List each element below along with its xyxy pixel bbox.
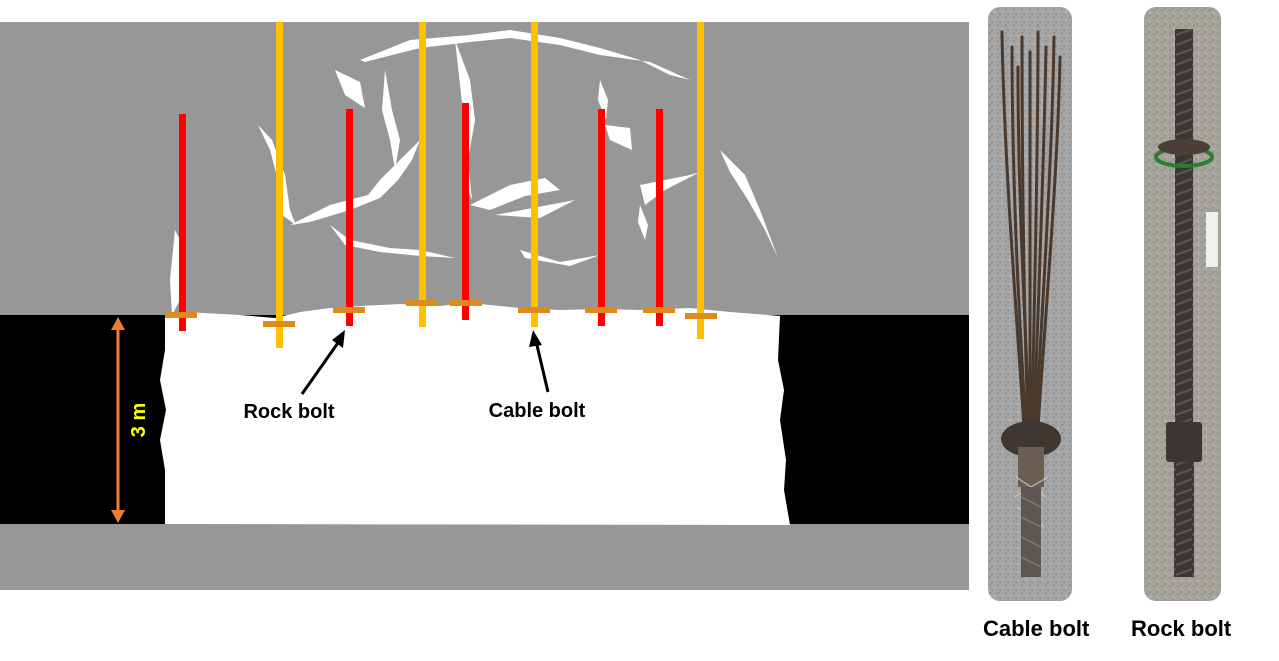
rock-bolt-2 [346, 109, 353, 326]
rock-bolt-4 [598, 109, 605, 326]
bearing-plate [450, 300, 482, 306]
rock-bolt-callout: Rock bolt [243, 401, 334, 423]
cable-bolt-1 [276, 22, 283, 348]
rock-bolt-thread-icon [1174, 462, 1194, 577]
rock-bolt-caption: Rock bolt [1131, 616, 1231, 642]
cable-bolt-callout: Cable bolt [489, 400, 586, 422]
rock-bolt-rebar-icon [1175, 29, 1193, 449]
cable-bolt-caption: Cable bolt [983, 616, 1089, 642]
rock-bolt-photo [1144, 7, 1221, 601]
dimension-label: 3 m [128, 403, 150, 437]
bearing-plate [406, 300, 438, 306]
rock-bolt-tag-icon [1206, 212, 1218, 267]
rock-bolt-1 [179, 114, 186, 331]
rock-bolt-3 [462, 103, 469, 320]
bearing-plate [643, 307, 675, 313]
cable-tail-icon [1021, 487, 1041, 577]
bearing-plate [165, 312, 197, 318]
cable-bolt-2 [419, 22, 426, 327]
bearing-plate [333, 307, 365, 313]
cable-bolt-3 [531, 22, 538, 327]
cable-bolt-4 [697, 22, 704, 339]
rock-bolt-nut-icon [1166, 422, 1202, 462]
bearing-plate [585, 307, 617, 313]
bearing-plate [263, 321, 295, 327]
bearing-plate [685, 313, 717, 319]
cable-bolt-photo [988, 7, 1072, 601]
bearing-plate [518, 307, 550, 313]
rock-bolt-5 [656, 109, 663, 326]
